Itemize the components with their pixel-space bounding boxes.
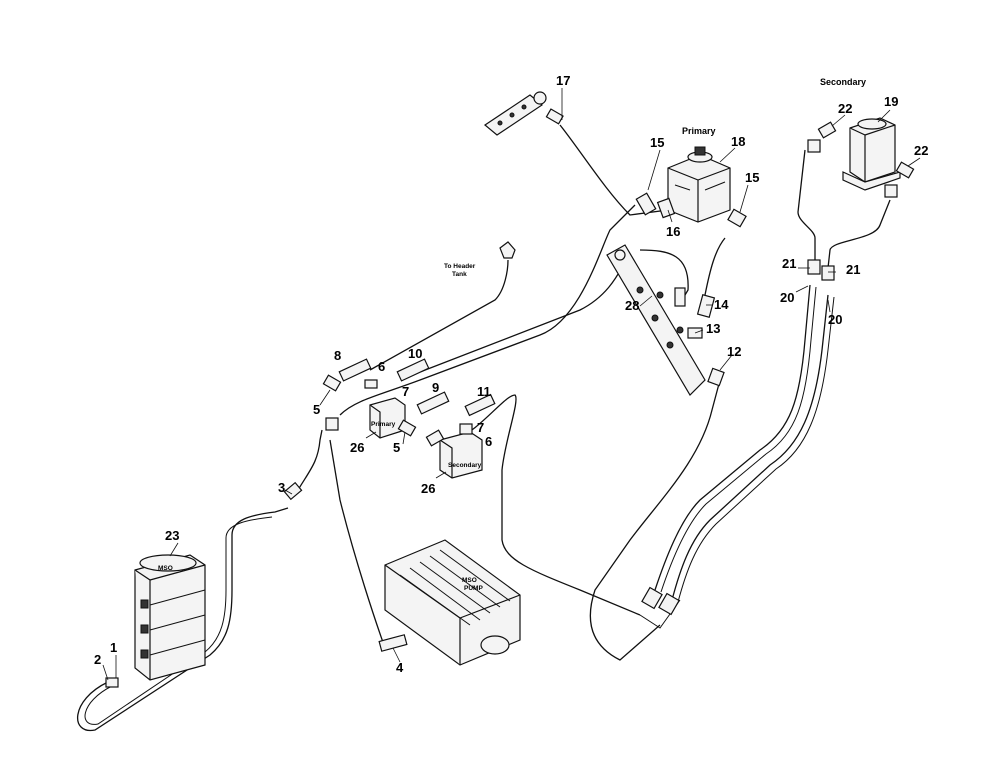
part-number-22a: 22 <box>838 101 852 116</box>
secondary-pump-19 <box>842 117 901 191</box>
part-number-20a: 20 <box>780 290 794 305</box>
fittings <box>105 121 915 688</box>
main-pump-label-2: PUMP <box>464 585 483 592</box>
main-pump-label-1: MSO <box>462 577 477 584</box>
valve-26-secondary: Secondary <box>439 431 483 479</box>
part-number-17: 17 <box>556 73 570 88</box>
part-number-2: 2 <box>94 652 101 667</box>
part-number-23: 23 <box>165 528 179 543</box>
pipe-11-loop <box>454 394 641 616</box>
pipe-20a-b <box>660 286 817 593</box>
pipe-21a-to-22 <box>797 149 816 262</box>
primary-pump-18 <box>667 146 731 223</box>
part-number-21a: 21 <box>782 256 796 271</box>
part-number-6b: 6 <box>485 434 492 449</box>
pipe-20b <box>671 294 829 601</box>
pipe-8-to-header-tank <box>369 259 509 371</box>
part-number-3: 3 <box>278 480 285 495</box>
pipe-17-to-18 <box>559 124 669 216</box>
part-number-20b: 20 <box>828 312 842 327</box>
part-number-15b: 15 <box>745 170 759 185</box>
label-primary-top: Primary <box>682 126 716 136</box>
part-number-28: 28 <box>625 298 639 313</box>
fitting-17-rail <box>483 91 564 136</box>
pipe-21b-to-22 <box>827 199 891 269</box>
part-number-4: 4 <box>396 660 404 675</box>
part-number-13: 13 <box>706 321 720 336</box>
part-number-5a: 5 <box>313 402 320 417</box>
part-number-26b: 26 <box>421 481 435 496</box>
part-number-10: 10 <box>408 346 422 361</box>
label-secondary-top: Secondary <box>820 77 866 87</box>
part-number-22b: 22 <box>914 143 928 158</box>
part-number-9: 9 <box>432 380 439 395</box>
pipe-5-to-15 <box>339 204 636 416</box>
pipe-20a <box>654 284 811 591</box>
part-number-8: 8 <box>334 348 341 363</box>
label-to-header-tank-1: To Header <box>444 263 476 270</box>
part-number-7b: 7 <box>477 420 484 435</box>
manifold-28 <box>606 244 706 396</box>
pipe-loop-lower-left-inner <box>84 516 273 725</box>
part-number-19: 19 <box>884 94 898 109</box>
pipe-28-to-14 <box>639 249 689 301</box>
part-number-6a: 6 <box>378 359 385 374</box>
pipe-loop-lower-left <box>76 507 289 732</box>
label-to-header-tank-2: Tank <box>452 271 467 278</box>
part-number-16: 16 <box>666 224 680 239</box>
part-number-21b: 21 <box>846 262 860 277</box>
part-number-15a: 15 <box>650 135 664 150</box>
part-number-7a: 7 <box>402 384 409 399</box>
pipe-3-to-valves <box>297 429 323 491</box>
part-number-26a: 26 <box>350 440 364 455</box>
pipe-10-to-28 <box>419 261 626 373</box>
pump-23: MSO <box>134 554 206 681</box>
part-number-11: 11 <box>477 384 491 399</box>
pump-23-label: MSO <box>158 565 173 572</box>
part-number-5b: 5 <box>393 440 400 455</box>
pipe-4-to-valve <box>329 439 386 649</box>
pipe-20b-b <box>677 296 835 603</box>
valve-secondary-label: Secondary <box>448 462 482 469</box>
part-number-14: 14 <box>714 297 729 312</box>
pipe-14-to-15 <box>704 237 726 296</box>
leader-lines <box>102 88 921 681</box>
main-pump: MSO PUMP <box>384 539 521 666</box>
valve-primary-label: Primary <box>371 421 396 428</box>
header-tank-fitting <box>499 241 516 259</box>
part-number-1: 1 <box>110 640 117 655</box>
part-number-12: 12 <box>727 344 741 359</box>
pipe-12 <box>589 379 721 661</box>
part-number-18: 18 <box>731 134 745 149</box>
